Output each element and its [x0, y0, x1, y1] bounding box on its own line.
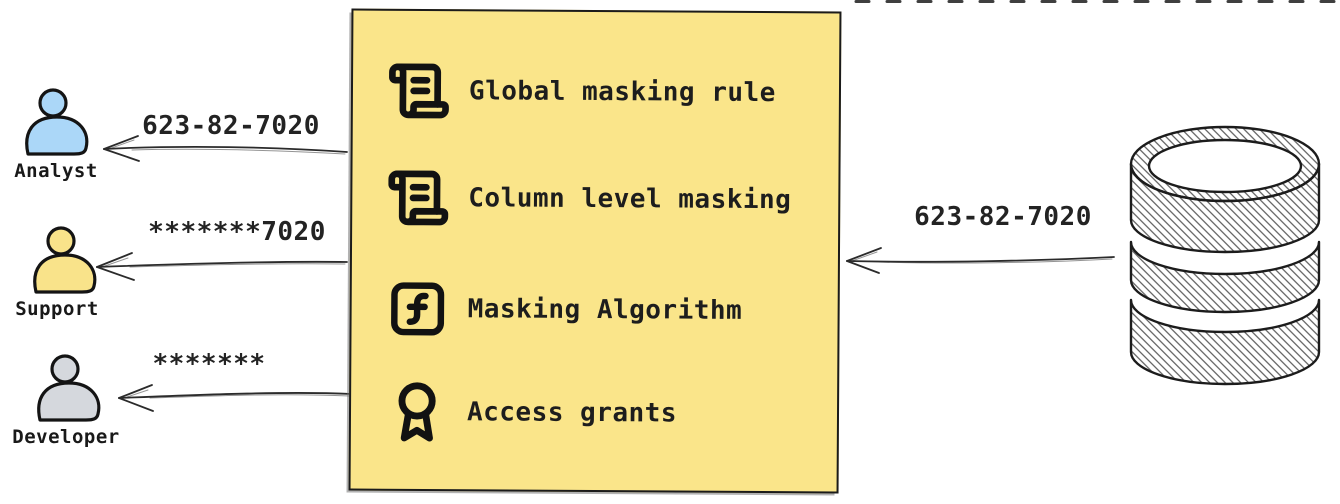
person-icon — [37, 354, 101, 422]
database-icon — [1129, 125, 1321, 386]
person-icon — [25, 88, 89, 156]
award-icon — [384, 377, 450, 447]
persona-label-analyst: Analyst — [14, 160, 98, 182]
person-icon — [33, 226, 97, 294]
function-icon — [384, 278, 450, 340]
persona-label-support: Support — [15, 298, 99, 320]
policy-item-label: Column level masking — [468, 183, 792, 216]
arrow-to-developer — [118, 384, 353, 412]
policy-item-global-masking-rule: Global masking rule — [353, 58, 839, 127]
masked-value-developer: ******* — [152, 349, 266, 379]
arrow-to-policy-box — [846, 247, 1115, 274]
masked-value-analyst: 623-82-7020 — [142, 111, 320, 141]
policy-item-label: Masking Algorithm — [467, 294, 743, 326]
policy-item-label: Access grants — [466, 397, 678, 429]
persona-label-developer: Developer — [12, 426, 120, 448]
source-value: 623-82-7020 — [914, 202, 1092, 232]
scroll-icon — [385, 166, 451, 230]
policy-item-masking-algorithm: Masking Algorithm — [351, 276, 837, 345]
masked-value-support: *******7020 — [148, 217, 326, 247]
policy-item-column-level-masking: Column level masking — [352, 165, 838, 234]
policy-item-access-grants: Access grants — [351, 379, 837, 448]
arrow-to-support — [96, 252, 348, 281]
scroll-icon — [386, 59, 452, 123]
masking-policy-box: Global masking rule Column level masking — [348, 8, 842, 494]
policy-item-label: Global masking rule — [468, 76, 776, 109]
